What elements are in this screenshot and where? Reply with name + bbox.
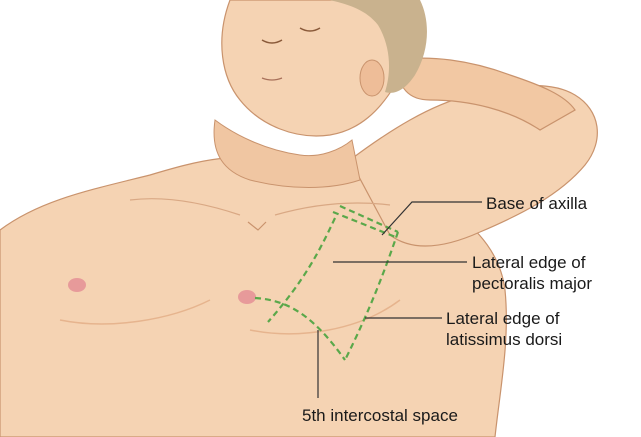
nipple-left — [68, 278, 86, 292]
label-base-of-axilla: Base of axilla — [486, 194, 588, 213]
patient-figure — [0, 0, 597, 437]
label-pectoralis-line1: Lateral edge of — [472, 253, 586, 272]
ear — [360, 60, 384, 96]
label-pectoralis-line2: pectoralis major — [472, 274, 592, 293]
label-intercostal: 5th intercostal space — [302, 406, 458, 425]
label-latissimus-line2: latissimus dorsi — [446, 330, 562, 349]
nipple-right — [238, 290, 256, 304]
label-latissimus-line1: Lateral edge of — [446, 309, 560, 328]
